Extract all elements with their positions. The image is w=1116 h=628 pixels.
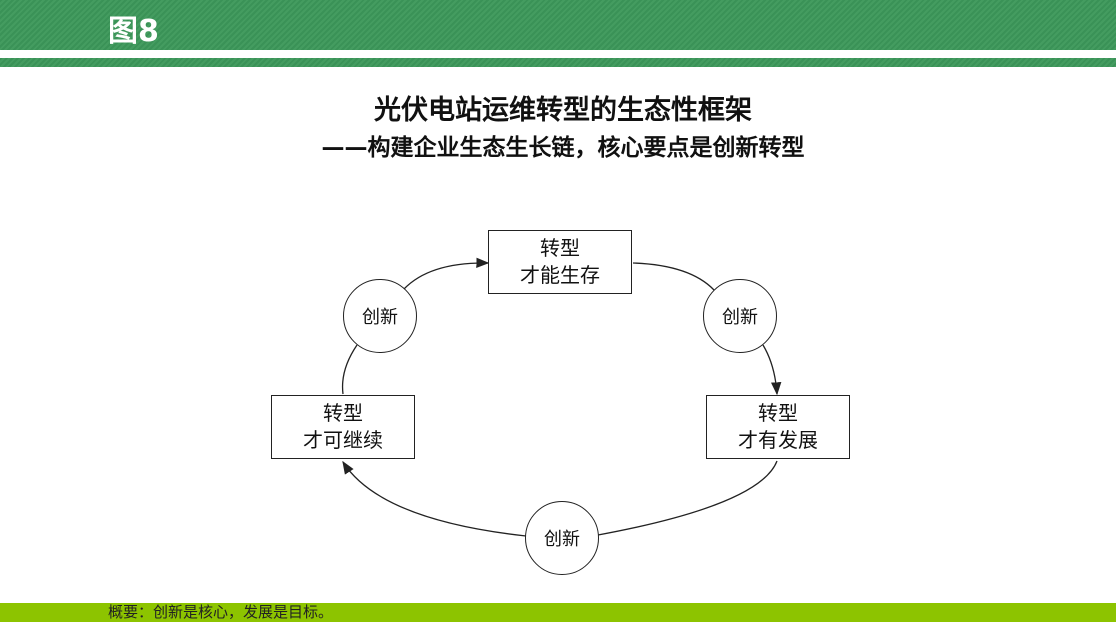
arrow-top-to-right <box>632 262 715 291</box>
footer-summary: 概要：创新是核心，发展是目标。 <box>108 603 334 621</box>
box-line: 才能生存 <box>520 263 600 287</box>
page-title: 光伏电站运维转型的生态性框架 <box>374 95 752 126</box>
arrow-right-circle-to-right-box <box>762 344 782 396</box>
circle-innovation-left: 创新 <box>343 279 417 353</box>
box-line: 才有发展 <box>738 428 818 452</box>
box-survive: 转型才能生存 <box>488 230 632 294</box>
box-line: 转型 <box>540 236 580 260</box>
box-line: 才可继续 <box>303 428 383 452</box>
arrow-left-to-top <box>403 257 490 290</box>
header-band: 图8 <box>0 0 1116 50</box>
box-continue: 转型才可继续 <box>271 395 415 459</box>
header-stripe <box>0 58 1116 67</box>
arrow-bottom-to-left <box>342 460 527 537</box>
box-line: 转型 <box>323 401 363 425</box>
arrow-right-to-bottom <box>597 460 778 536</box>
box-line: 转型 <box>758 401 798 425</box>
circle-innovation-right: 创新 <box>703 279 777 353</box>
page-subtitle: ——构建企业生态生长链，核心要点是创新转型 <box>321 135 805 161</box>
figure-label: 图8 <box>108 14 159 49</box>
box-develop: 转型才有发展 <box>706 395 850 459</box>
footer-band: 概要：创新是核心，发展是目标。 <box>0 603 1116 622</box>
arrow-left-box-to-left-circle <box>341 344 358 395</box>
circle-innovation-bottom: 创新 <box>525 501 599 575</box>
